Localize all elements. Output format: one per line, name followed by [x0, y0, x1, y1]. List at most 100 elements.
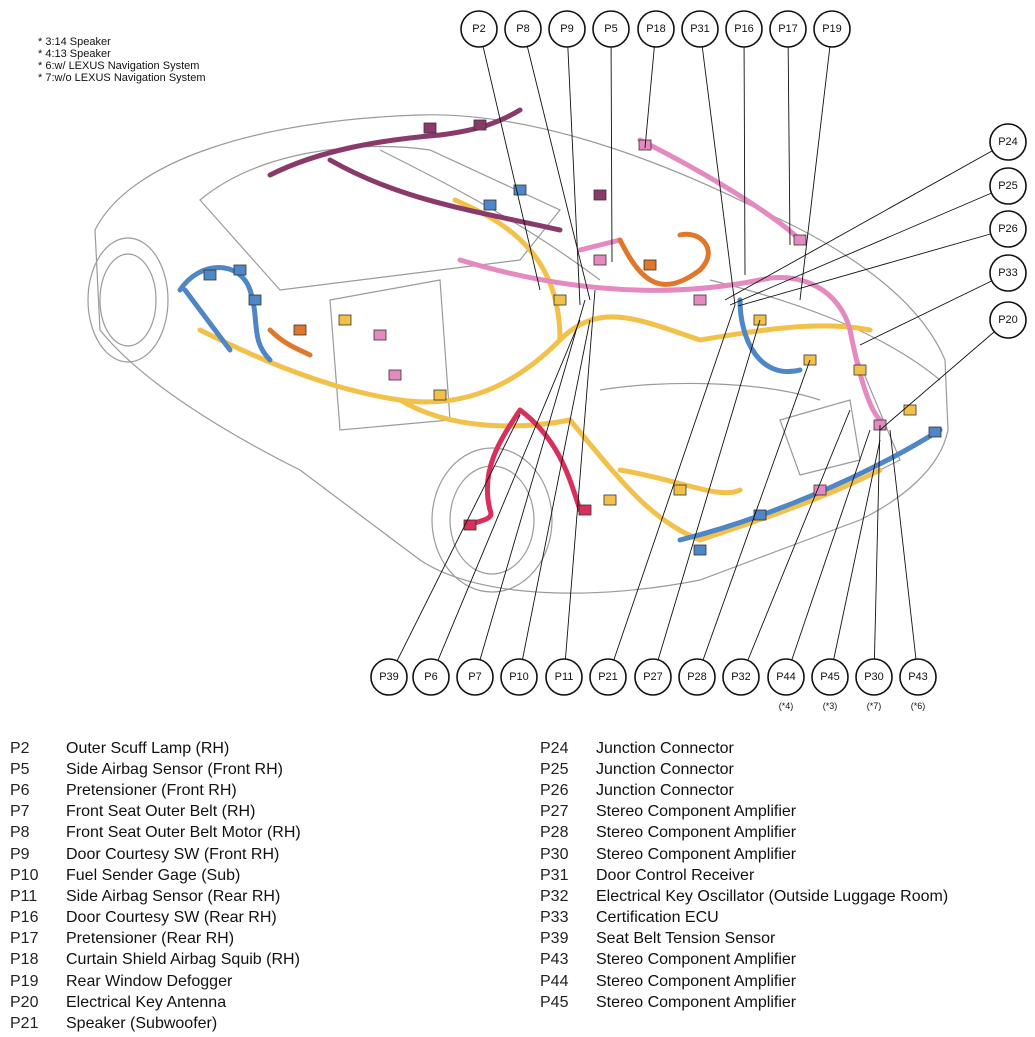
callout-circle	[989, 123, 1027, 161]
connector-block	[293, 324, 307, 336]
callout-circle	[811, 658, 849, 696]
legend-description: Curtain Shield Airbag Squib (RH)	[66, 951, 300, 969]
harness-body	[197, 197, 883, 543]
legend-code: P21	[10, 1015, 39, 1033]
legend-code: P27	[540, 803, 569, 821]
callout-label: P11	[555, 671, 574, 683]
harness-pink	[457, 137, 883, 423]
legend-description: Pretensioner (Front RH)	[66, 781, 237, 799]
connector-block	[248, 294, 262, 306]
callout-circle	[725, 10, 763, 48]
callout-circle	[813, 10, 851, 48]
legend-description: Electrical Key Antenna	[66, 993, 227, 1011]
leader-line	[607, 304, 736, 678]
legend-code: P10	[10, 866, 39, 884]
leader-line	[563, 289, 596, 678]
connector-block	[593, 254, 607, 266]
footnote: * 3:14 Speaker	[38, 36, 111, 48]
callout-circle	[592, 10, 630, 48]
callout-label: P6	[424, 671, 437, 683]
footnote: * 4:13 Speaker	[38, 48, 111, 60]
callout-circle	[456, 658, 494, 696]
legend-code: P32	[540, 887, 569, 905]
connector-block	[693, 294, 707, 306]
callout-circle	[504, 10, 542, 48]
legend-code: P18	[10, 951, 39, 969]
legend-description: Side Airbag Sensor (Front RH)	[66, 760, 283, 778]
callout-circle	[722, 658, 760, 696]
callout-label: P28	[687, 671, 707, 683]
legend-description: Junction Connector	[596, 781, 734, 799]
callout-label: P24	[998, 136, 1018, 148]
legend-code: P19	[10, 972, 39, 990]
callout-label: P27	[643, 671, 663, 683]
connector-block	[463, 519, 477, 531]
leader-line	[724, 141, 1009, 301]
legend-description: Pretensioner (Rear RH)	[66, 930, 235, 948]
harness-blue	[177, 265, 943, 543]
connector-block	[338, 314, 352, 326]
leader-line	[566, 28, 581, 306]
callout-note: (*6)	[911, 701, 926, 711]
legend-description: Certification ECU	[596, 909, 719, 927]
callout-label: P8	[516, 23, 529, 35]
leader-lines	[388, 28, 1009, 678]
legend-description: Junction Connector	[596, 739, 734, 757]
callout-circle	[545, 658, 583, 696]
connector-block	[673, 484, 687, 496]
connector-block	[553, 294, 567, 306]
callout-label: P43	[908, 671, 928, 683]
harness-roof	[267, 107, 563, 233]
callout-label: P18	[646, 23, 666, 35]
legend-description: Front Seat Outer Belt (RH)	[66, 803, 256, 821]
callout-circle	[769, 10, 807, 48]
callout-circle	[681, 10, 719, 48]
leader-line	[737, 228, 1009, 307]
callout-label: P19	[822, 23, 842, 35]
leader-line	[522, 28, 591, 301]
callout-circle	[989, 301, 1027, 339]
callout-circle	[855, 658, 893, 696]
legend-code: P5	[10, 760, 30, 778]
legend-code: P43	[540, 951, 569, 969]
leader-line	[518, 319, 591, 678]
callout-circle	[500, 658, 538, 696]
connector-block	[483, 199, 497, 211]
leader-line	[859, 272, 1009, 346]
callout-label: P33	[998, 267, 1018, 279]
callout-label: P31	[690, 23, 710, 35]
connector-block	[388, 369, 402, 381]
callout-label: P25	[998, 180, 1018, 192]
connector-block	[793, 234, 807, 246]
callout-label: P7	[468, 671, 481, 683]
legend-description: Stereo Component Amplifier	[596, 803, 797, 821]
legend-code: P33	[540, 909, 569, 927]
leader-line	[610, 28, 613, 263]
callout-circle	[634, 658, 672, 696]
callout-note: (*4)	[779, 701, 794, 711]
leader-line	[696, 359, 811, 678]
connector-block	[203, 269, 217, 281]
callout-label: P17	[778, 23, 798, 35]
legend-code: P28	[540, 824, 569, 842]
legend-code: P8	[10, 824, 30, 842]
callout-circle	[899, 658, 937, 696]
leader-line	[787, 28, 791, 246]
leader-line	[430, 319, 581, 678]
legend-code: P25	[540, 760, 569, 778]
leader-line	[829, 439, 881, 678]
legend-code: P31	[540, 866, 569, 884]
legend-code: P7	[10, 803, 30, 821]
